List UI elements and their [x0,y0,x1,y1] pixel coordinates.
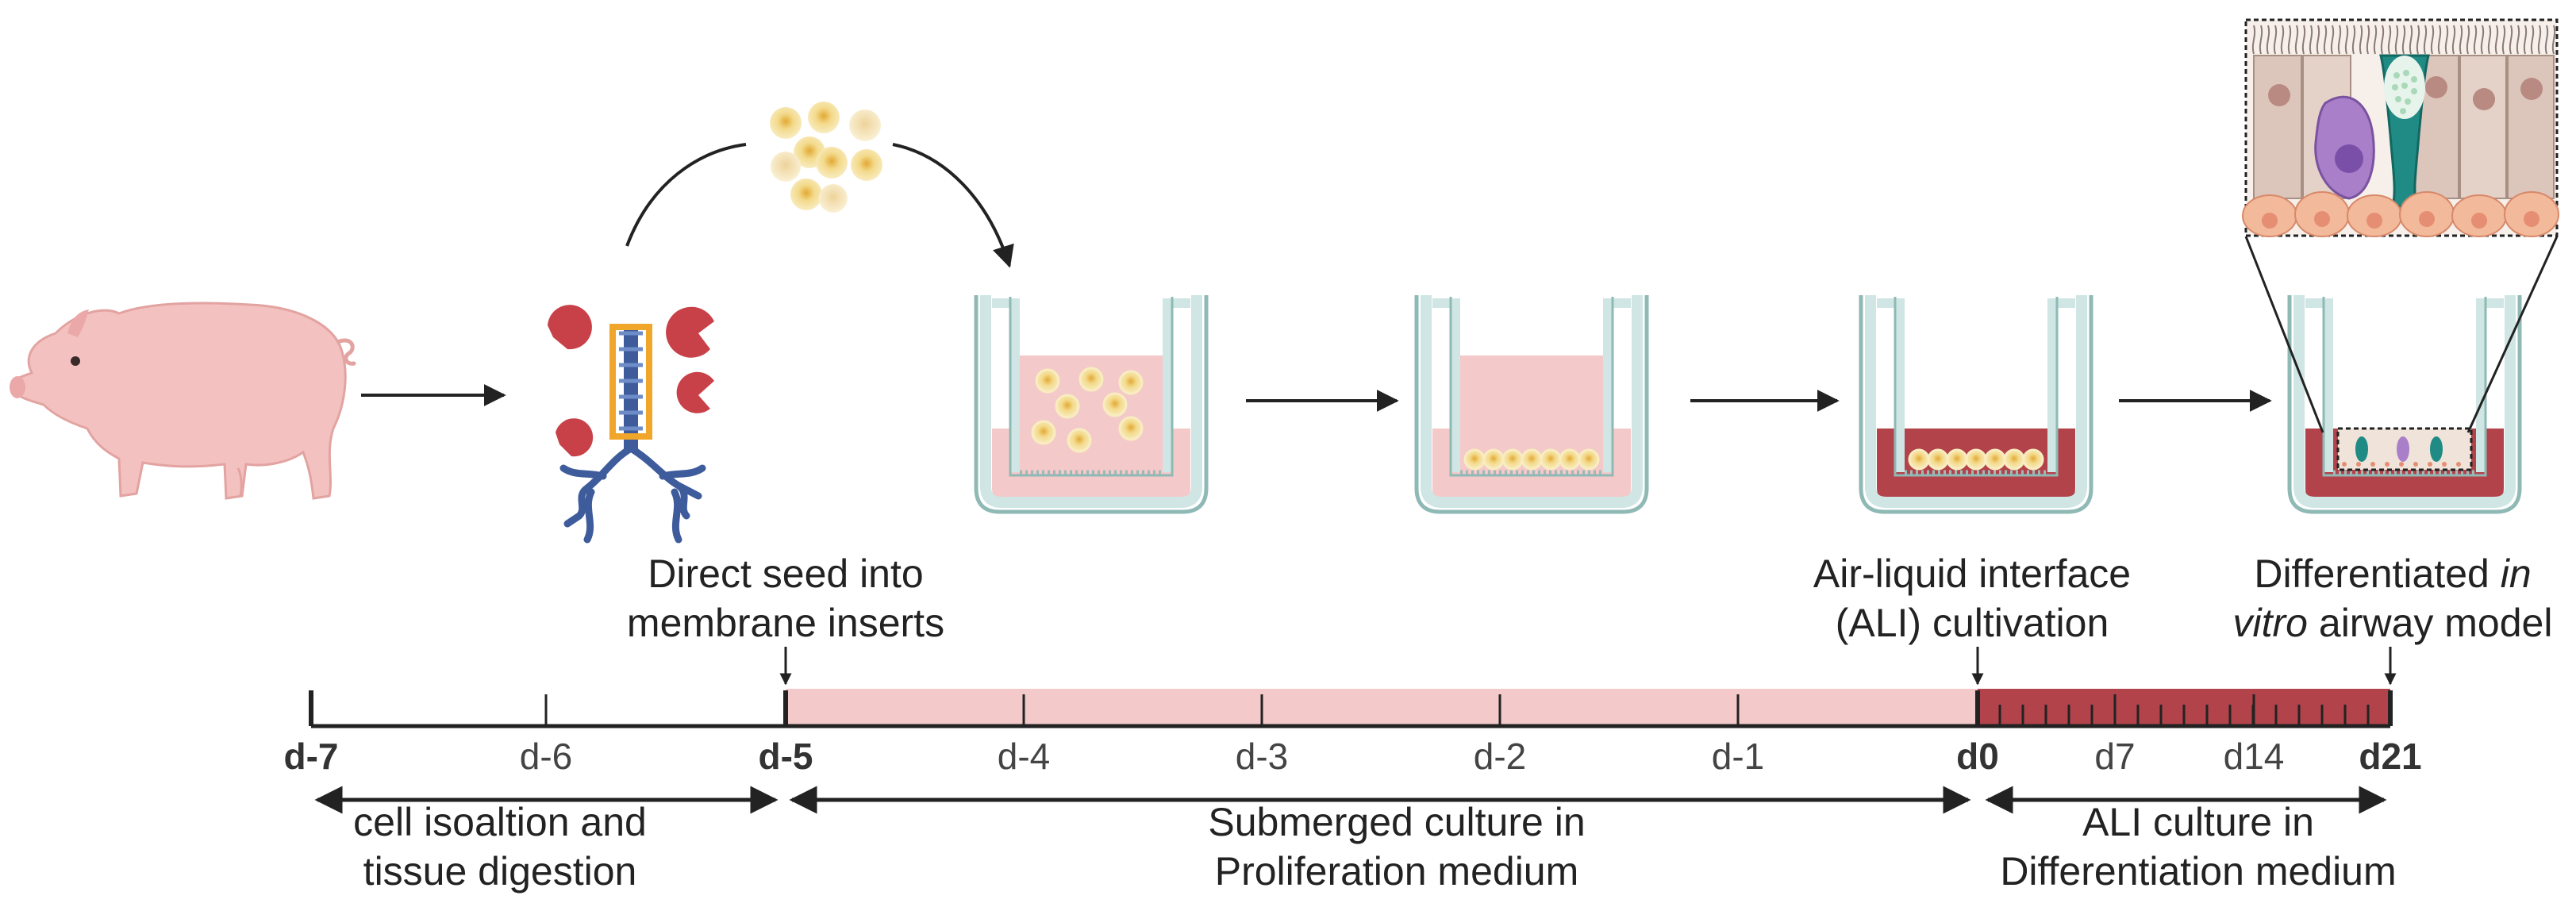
timeline-tick-label: d-3 [1235,736,1289,777]
timeline-tick-label: d-4 [997,736,1051,777]
model-label-pre: Differentiated [2254,552,2501,596]
timeline-tick-label: d14 [2223,736,2285,777]
curved-arrow [625,143,747,247]
airway-icon [559,324,706,544]
timeline-tick-label: d-1 [1711,736,1765,777]
timeline-tick-label: d-2 [1473,736,1527,777]
phase-digestion-line2: tissue digestion [363,849,637,894]
cell-cluster-icon [770,102,882,213]
timeline-tick-label: d21 [2359,736,2422,777]
membrane-insert-icon [1414,295,1649,514]
phase-submerged-line2: Proliferation medium [1214,849,1579,894]
timeline-tick-label: d7 [2094,736,2136,777]
model-label-italic-2: vitro [2232,601,2308,645]
model-step-label: Differentiated in vitro airway model [2214,549,2571,648]
membrane-insert-icon [974,295,1209,514]
curved-arrow-2 [892,143,1014,268]
pig-icon [10,302,356,500]
phase-ali-line1: ALI culture in [2082,800,2314,844]
timeline-tick-label: d-6 [519,736,573,777]
phase-label-submerged: Submerged culture in Proliferation mediu… [1159,797,1635,896]
model-label-italic-1: in [2500,552,2532,596]
timeline-tick-label: d-7 [283,736,339,777]
epithelium-zoom-icon [2242,18,2559,433]
phase-label-ali: ALI culture in Differentiation medium [1976,797,2420,896]
phase-ali-line2: Differentiation medium [2000,849,2397,894]
seed-label-line2: membrane inserts [626,601,945,645]
seed-label-line1: Direct seed into [648,552,924,596]
timeline [309,647,2397,814]
timeline-tick-label: d0 [1956,736,1999,777]
ali-label-line2: (ALI) cultivation [1835,601,2109,645]
model-label-post: airway model [2308,601,2553,645]
membrane-insert-icon [2287,295,2522,514]
phase-digestion-line1: cell isoaltion and [353,800,647,844]
ali-step-label: Air-liquid interface (ALI) cultivation [1786,549,2159,648]
proliferation-phase-bar [786,689,1978,726]
seed-step-label: Direct seed into membrane inserts [611,549,960,648]
ali-label-line1: Air-liquid interface [1813,552,2132,596]
phase-submerged-line1: Submerged culture in [1208,800,1586,844]
enzyme-icon [548,305,714,457]
phase-label-digestion: cell isoaltion and tissue digestion [333,797,667,896]
membrane-insert-icon [1859,295,2093,514]
timeline-tick-label: d-5 [758,736,813,777]
